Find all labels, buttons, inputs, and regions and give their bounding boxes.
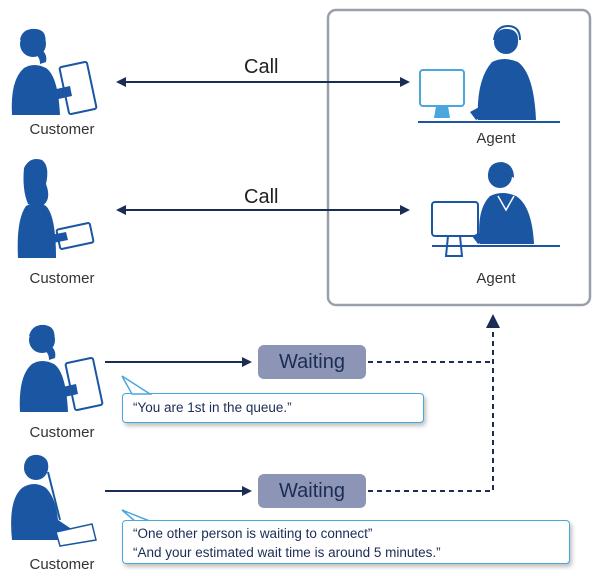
waiting-box-2: Waiting bbox=[258, 474, 366, 508]
agent-label-2: Agent bbox=[476, 270, 516, 287]
agent-label-1: Agent bbox=[476, 130, 516, 147]
queue-message-bubble: “You are 1st in the queue.” bbox=[122, 393, 424, 423]
wait-estimate-bubble: “One other person is waiting to connect”… bbox=[122, 520, 570, 564]
estimated-time-text: “And your estimated wait time is around … bbox=[133, 545, 441, 560]
call-label-2: Call bbox=[244, 186, 279, 208]
customer-figure-3 bbox=[19, 324, 104, 412]
customer-label-3: Customer bbox=[29, 424, 95, 441]
customer-label-1: Customer bbox=[29, 121, 95, 138]
agent-figure-1 bbox=[418, 24, 560, 123]
waiting-box-1: Waiting bbox=[258, 345, 366, 379]
other-waiting-text: “One other person is waiting to connect” bbox=[133, 526, 373, 541]
up-arrow-head bbox=[486, 314, 500, 328]
customer-figure-4 bbox=[11, 454, 97, 547]
agent-figure-2 bbox=[431, 162, 560, 257]
call-label-1: Call bbox=[244, 56, 279, 78]
queue-position-text: “You are 1st in the queue.” bbox=[133, 400, 292, 415]
agent-panel bbox=[326, 8, 592, 307]
customer-figure-2 bbox=[17, 159, 95, 258]
customer-label-4: Customer bbox=[29, 556, 95, 573]
customer-label-2: Customer bbox=[29, 270, 95, 287]
customer-figure-1 bbox=[11, 28, 98, 116]
dashed-connector-2 bbox=[368, 322, 494, 492]
